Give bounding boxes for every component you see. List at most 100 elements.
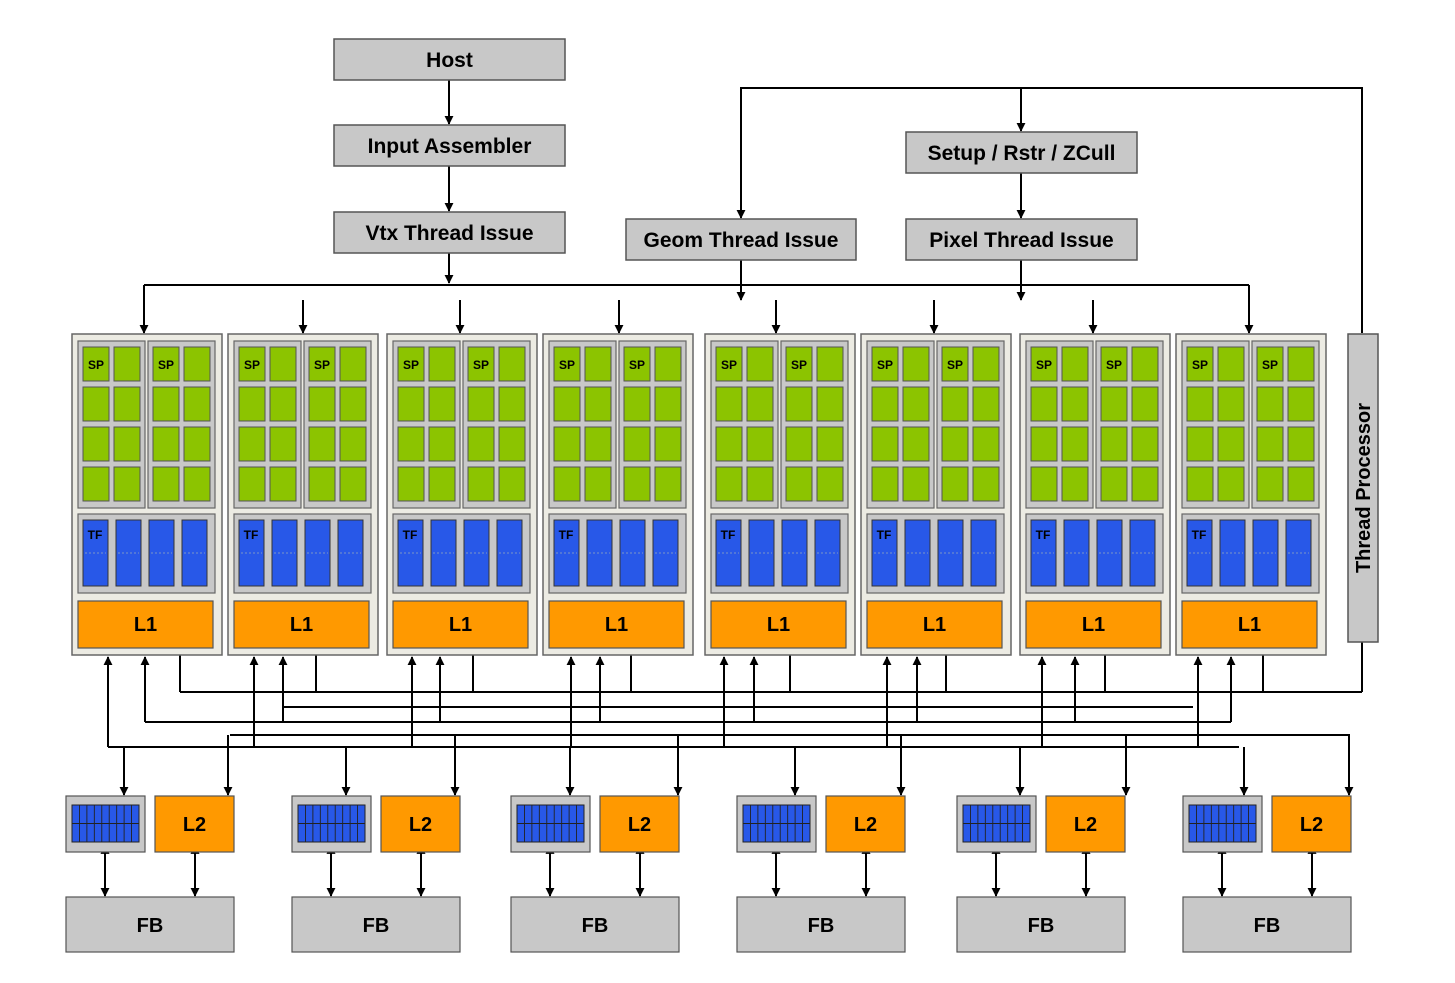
l1-cache: L1 xyxy=(1181,600,1318,649)
l1-label: L1 xyxy=(767,614,790,636)
sp-core xyxy=(654,386,682,422)
sp-label: SP xyxy=(877,358,893,372)
texture-unit xyxy=(181,519,208,587)
sp-core xyxy=(498,466,526,502)
texture-unit xyxy=(553,519,580,587)
frame-buffer xyxy=(1182,896,1352,953)
fb-label: FB xyxy=(137,915,164,937)
sp-core xyxy=(654,346,682,382)
sp-core xyxy=(1131,346,1159,382)
pixel-thread-issue-box: Pixel Thread Issue xyxy=(905,218,1138,261)
sp-core xyxy=(397,346,425,382)
l2-cache xyxy=(1045,795,1126,853)
fb-label: FB xyxy=(1028,915,1055,937)
sp-core xyxy=(972,466,1000,502)
sp-core xyxy=(1061,346,1089,382)
l1-cache: L1 xyxy=(233,600,370,649)
texture-unit xyxy=(748,519,775,587)
sp-core xyxy=(152,426,180,462)
input-assembler-box: Input Assembler xyxy=(333,124,566,167)
sp-core xyxy=(183,346,211,382)
sp-core xyxy=(902,466,930,502)
tf-group: TF xyxy=(548,513,687,594)
texture-unit xyxy=(871,519,898,587)
frame-buffer xyxy=(291,896,461,953)
texture-unit xyxy=(781,519,808,587)
sp-core xyxy=(1061,466,1089,502)
sp-core xyxy=(1030,426,1058,462)
texture-unit xyxy=(1285,519,1312,587)
sp-core xyxy=(715,346,743,382)
sp-core xyxy=(1186,466,1214,502)
sp-core xyxy=(428,386,456,422)
sp-core xyxy=(397,466,425,502)
sp-group: SP xyxy=(77,340,146,509)
sp-core xyxy=(654,426,682,462)
fb-label: FB xyxy=(363,915,390,937)
sp-core xyxy=(82,346,110,382)
sp-core xyxy=(1131,466,1159,502)
texture-unit xyxy=(1252,519,1279,587)
sp-core xyxy=(339,346,367,382)
geom-thread-issue-label: Geom Thread Issue xyxy=(644,229,839,252)
tf-group: TF xyxy=(1025,513,1164,594)
sp-group: SP xyxy=(303,340,372,509)
sp-core xyxy=(941,426,969,462)
tf-label: TF xyxy=(244,528,259,542)
sp-group: SP xyxy=(233,340,302,509)
l1-label: L1 xyxy=(290,614,313,636)
tf-label: TF xyxy=(559,528,574,542)
sp-core xyxy=(746,466,774,502)
sp-group: SP xyxy=(1095,340,1164,509)
l2-cache xyxy=(154,795,235,853)
sp-core xyxy=(553,346,581,382)
sp-group: SP xyxy=(936,340,1005,509)
texture-unit xyxy=(1063,519,1090,587)
sp-core xyxy=(238,426,266,462)
sp-core xyxy=(871,346,899,382)
sp-label: SP xyxy=(629,358,645,372)
sp-core xyxy=(498,346,526,382)
sp-core xyxy=(941,386,969,422)
sp-group: SP xyxy=(1181,340,1250,509)
sp-core xyxy=(269,346,297,382)
sp-core xyxy=(1030,346,1058,382)
l2-cache xyxy=(825,795,906,853)
sp-core xyxy=(902,426,930,462)
sp-core xyxy=(623,386,651,422)
sp-label: SP xyxy=(88,358,104,372)
sp-core xyxy=(428,346,456,382)
sp-core xyxy=(1256,426,1284,462)
sp-core xyxy=(152,466,180,502)
setup-rstr-zcull-label: Setup / Rstr / ZCull xyxy=(928,142,1116,165)
sp-core xyxy=(339,426,367,462)
l1-cache: L1 xyxy=(1025,600,1162,649)
sp-core xyxy=(584,466,612,502)
sp-core xyxy=(623,426,651,462)
sp-core xyxy=(553,386,581,422)
geom-thread-issue-box: Geom Thread Issue xyxy=(625,218,857,261)
texture-unit xyxy=(148,519,175,587)
sp-core xyxy=(871,466,899,502)
sp-label: SP xyxy=(403,358,419,372)
texture-unit xyxy=(715,519,742,587)
sp-core xyxy=(871,386,899,422)
sp-core xyxy=(1217,346,1245,382)
tf-label: TF xyxy=(88,528,103,542)
l2-label: L2 xyxy=(628,814,651,836)
texture-unit xyxy=(586,519,613,587)
l2-label: L2 xyxy=(854,814,877,836)
sp-core xyxy=(238,386,266,422)
sp-core xyxy=(269,466,297,502)
l2-label: L2 xyxy=(183,814,206,836)
sp-core xyxy=(269,386,297,422)
fb-label: FB xyxy=(582,915,609,937)
texture-unit xyxy=(619,519,646,587)
sp-core xyxy=(308,346,336,382)
